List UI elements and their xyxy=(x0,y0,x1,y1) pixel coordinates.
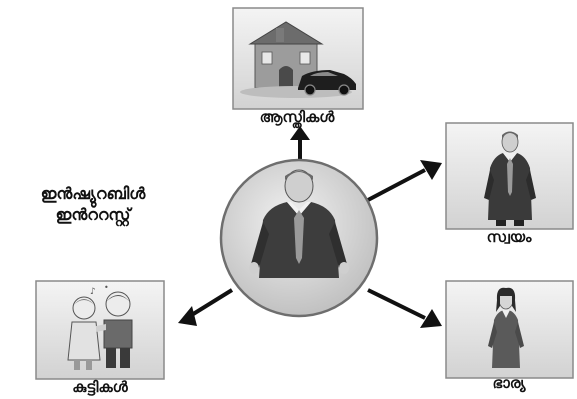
title-line-2: ഇൻററസ്റ്റ് xyxy=(55,205,131,224)
svg-text:♪: ♪ xyxy=(90,287,96,297)
title-line-1: ഇൻഷ്യുറബിൾ xyxy=(40,184,146,203)
wife-node xyxy=(445,280,574,379)
self-node xyxy=(445,122,574,230)
house-and-car-icon xyxy=(240,21,356,98)
diagram-title: ഇൻഷ്യുറബിൾ ഇൻററസ്റ്റ് xyxy=(8,183,178,225)
arrow-head-self xyxy=(420,160,442,180)
arrows xyxy=(178,126,442,328)
assets-node xyxy=(232,7,364,110)
children-label: കുട്ടികൾ xyxy=(72,378,128,396)
arrow-to-children xyxy=(188,288,234,318)
businesswoman-icon xyxy=(488,287,524,368)
arrow-to-wife xyxy=(367,288,426,320)
businessman-icon xyxy=(484,131,536,226)
arrow-head-children xyxy=(178,306,197,326)
arrow-to-self xyxy=(367,168,426,202)
children-icon: ♪ • xyxy=(67,283,133,370)
children-node: ♪ • xyxy=(35,280,165,380)
assets-label: ആസ്തികൾ xyxy=(259,108,335,126)
svg-text:•: • xyxy=(104,283,109,292)
arrow-head-wife xyxy=(420,309,442,328)
businessman-icon xyxy=(249,169,349,278)
self-label: സ്വയം xyxy=(486,228,532,246)
arrow-head-assets xyxy=(290,126,310,140)
wife-label: ഭാര്യ xyxy=(492,374,526,392)
center-node xyxy=(219,158,379,318)
